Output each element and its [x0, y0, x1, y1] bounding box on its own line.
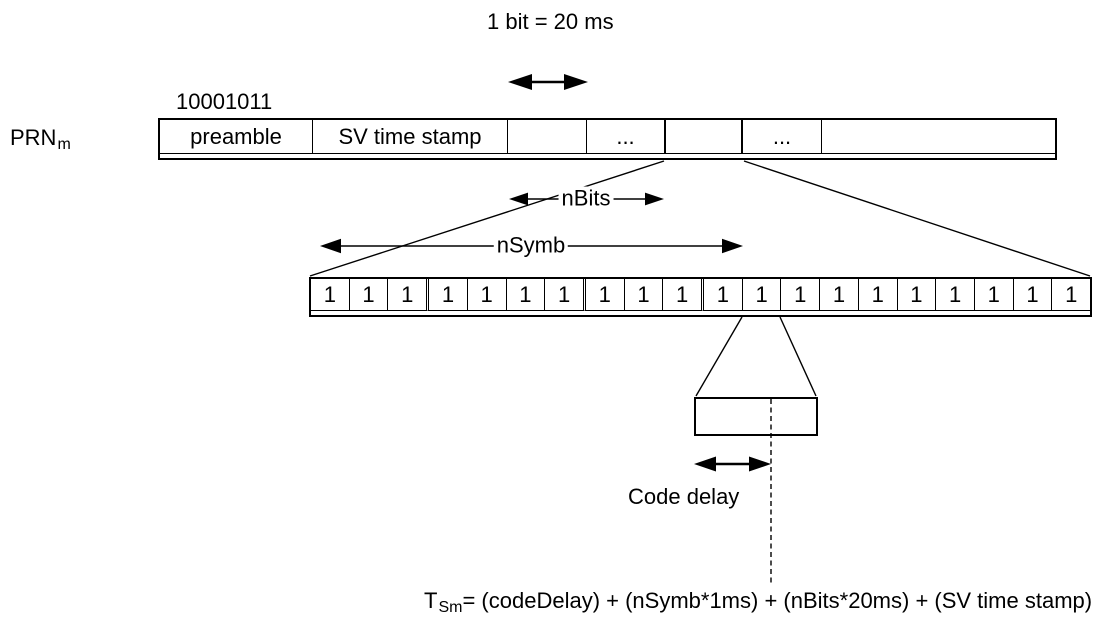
- symbol-cell: 1: [624, 279, 664, 311]
- symbol-cell: 1: [897, 279, 937, 311]
- symbol-cell: 1: [349, 279, 389, 311]
- symbol-cell: 1: [858, 279, 898, 311]
- bit-expand-line-right: [743, 160, 1091, 277]
- symbol-cell: 1: [820, 279, 859, 311]
- frame-segment-sv-time-stamp: SV time stamp: [313, 120, 508, 154]
- symbol-expand-line-left: [695, 316, 743, 397]
- frame-segment-current-bit: [665, 120, 743, 154]
- symbol-cell: 1: [1052, 279, 1091, 311]
- formula-expression: = (codeDelay) + (nSymb*1ms) + (nBits*20m…: [462, 588, 1093, 613]
- arrowhead-right: [564, 74, 588, 90]
- symbol-cell: 1: [936, 279, 975, 311]
- nbits-label: nBits: [558, 186, 614, 210]
- nsymb-label: nSymb: [493, 233, 569, 257]
- preamble-bits-label: 10001011: [176, 89, 273, 114]
- frame-segment-preamble: preamble: [160, 120, 313, 154]
- prn-subscript: m: [57, 136, 71, 153]
- symbol-cell: 1: [311, 279, 350, 311]
- frame-segment-bit: [508, 120, 587, 154]
- bit-duration-arrow: [508, 74, 588, 90]
- prn-label: PRNm: [10, 125, 71, 153]
- symbol-cell: 1: [506, 279, 546, 311]
- symbol-cell: 1: [781, 279, 821, 311]
- symbol-cell: 1: [585, 279, 625, 311]
- formula-t-subscript: Sm: [438, 599, 463, 616]
- symbol-cell: 1: [742, 279, 782, 311]
- code-delay-label: Code delay: [628, 484, 740, 509]
- symbol-cell: 1: [1013, 279, 1053, 311]
- symbol-cell: 1: [388, 279, 430, 311]
- frame-segment-ellipsis-1: ...: [587, 120, 665, 154]
- arrowhead-left: [508, 74, 532, 90]
- frame-segment-ellipsis-2: ...: [743, 120, 822, 154]
- arrowhead-right: [749, 456, 771, 472]
- symbol-cell: 1: [467, 279, 507, 311]
- frame-bar: preamble SV time stamp ... ...: [158, 118, 1057, 160]
- code-chip-box: [694, 397, 818, 436]
- time-formula: TSm= (codeDelay) + (nSymb*1ms) + (nBits*…: [424, 588, 1093, 616]
- symbol-cell: 1: [704, 279, 743, 311]
- symbol-cell: 1: [545, 279, 586, 311]
- symbol-cell: 1: [429, 279, 468, 311]
- symbol-expand-line-right: [779, 316, 817, 397]
- bit-expand-line-left: [309, 160, 665, 277]
- arrowhead-right: [645, 192, 664, 206]
- frame-segment-tail: [822, 120, 1055, 154]
- code-delay-arrow: [694, 456, 771, 472]
- symbol-cell: 1: [974, 279, 1014, 311]
- symbol-cell: 1: [663, 279, 705, 311]
- formula-t-base: T: [424, 588, 438, 613]
- arrowhead-left: [320, 238, 341, 254]
- arrowhead-left: [694, 456, 716, 472]
- arrowhead-right: [722, 238, 743, 254]
- prn-base-text: PRN: [10, 125, 57, 150]
- bit-duration-note: 1 bit = 20 ms: [487, 9, 614, 34]
- arrowhead-left: [509, 192, 528, 206]
